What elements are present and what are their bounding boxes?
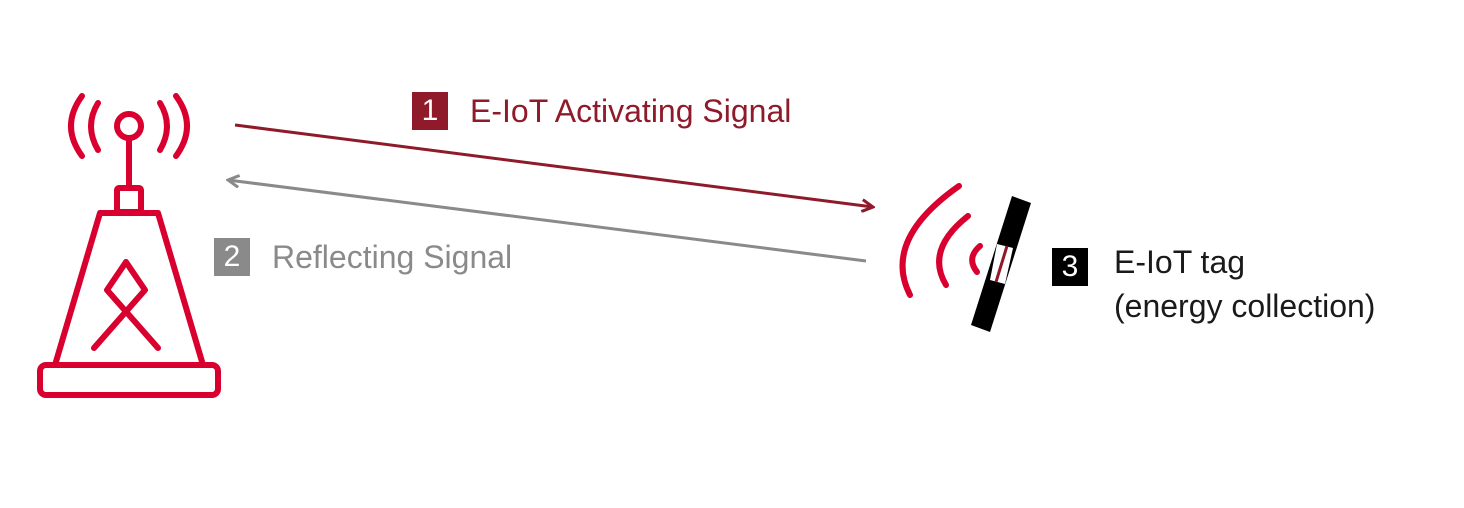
activating-signal-number: 1 [412, 92, 448, 130]
radio-wave-right-inner [157, 100, 170, 153]
tag-label-lines: E-IoT tag (energy collection) [1114, 240, 1375, 328]
tag-label-title: E-IoT tag [1114, 244, 1246, 280]
tag-wave-inner [969, 243, 983, 275]
reflecting-signal-label: 2 Reflecting Signal [214, 238, 512, 276]
reflecting-signal-arrow [228, 180, 867, 263]
activating-signal-arrow [234, 123, 873, 207]
antenna-tower-icon [37, 93, 221, 398]
activating-signal-text: E-IoT Activating Signal [470, 93, 792, 129]
reflecting-signal-number: 2 [214, 238, 250, 276]
tag-wave-middle [936, 213, 971, 288]
radio-wave-right-outer [173, 93, 190, 159]
reflecting-signal-text: Reflecting Signal [272, 239, 513, 275]
antenna-tip [114, 111, 144, 141]
activating-signal-label: 1 E-IoT Activating Signal [412, 92, 791, 130]
tag-number: 3 [1052, 248, 1088, 286]
tag-label-subtitle: (energy collection) [1114, 288, 1376, 324]
e-iot-tag-icon [899, 183, 1031, 332]
tag-antenna-line [994, 245, 1009, 283]
radio-wave-left-inner [88, 100, 101, 153]
tag-wave-outer [899, 183, 962, 298]
tag-label: 3 E-IoT tag (energy collection) [1052, 240, 1375, 328]
tower-body [52, 210, 206, 368]
tower-base [37, 362, 221, 398]
antenna-connector [114, 185, 144, 215]
tower-emblem [91, 259, 161, 351]
radio-wave-left-outer [68, 93, 85, 159]
